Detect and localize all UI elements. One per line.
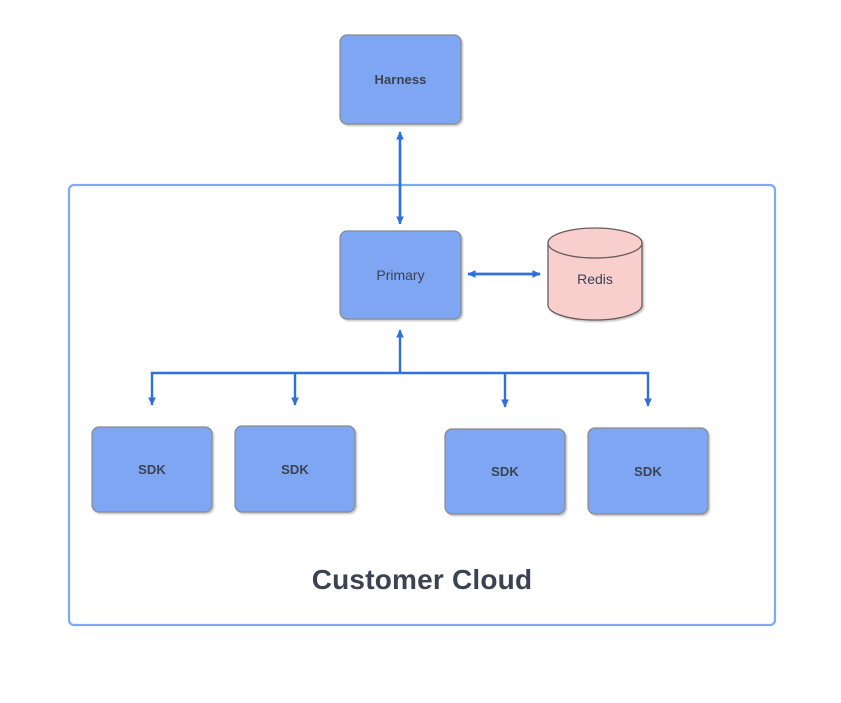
node-harness-hit[interactable] [340,35,461,124]
node-sdk-4-hit[interactable] [588,428,708,514]
node-sdk-2-hit[interactable] [235,426,355,512]
node-harness[interactable] [339,34,462,125]
connector-sdk-bus[interactable] [148,329,652,408]
node-sdk-1[interactable] [91,426,213,513]
node-sdk-4[interactable] [587,427,709,515]
node-sdk-3-hit[interactable] [445,429,565,514]
node-sdk-1-hit[interactable] [92,427,212,512]
node-redis[interactable] [547,227,643,321]
node-sdk-2[interactable] [234,425,356,513]
node-sdk-3[interactable] [444,428,566,515]
node-redis-hit[interactable] [548,228,642,320]
node-primary[interactable] [339,230,462,320]
node-primary-hit[interactable] [340,231,461,319]
